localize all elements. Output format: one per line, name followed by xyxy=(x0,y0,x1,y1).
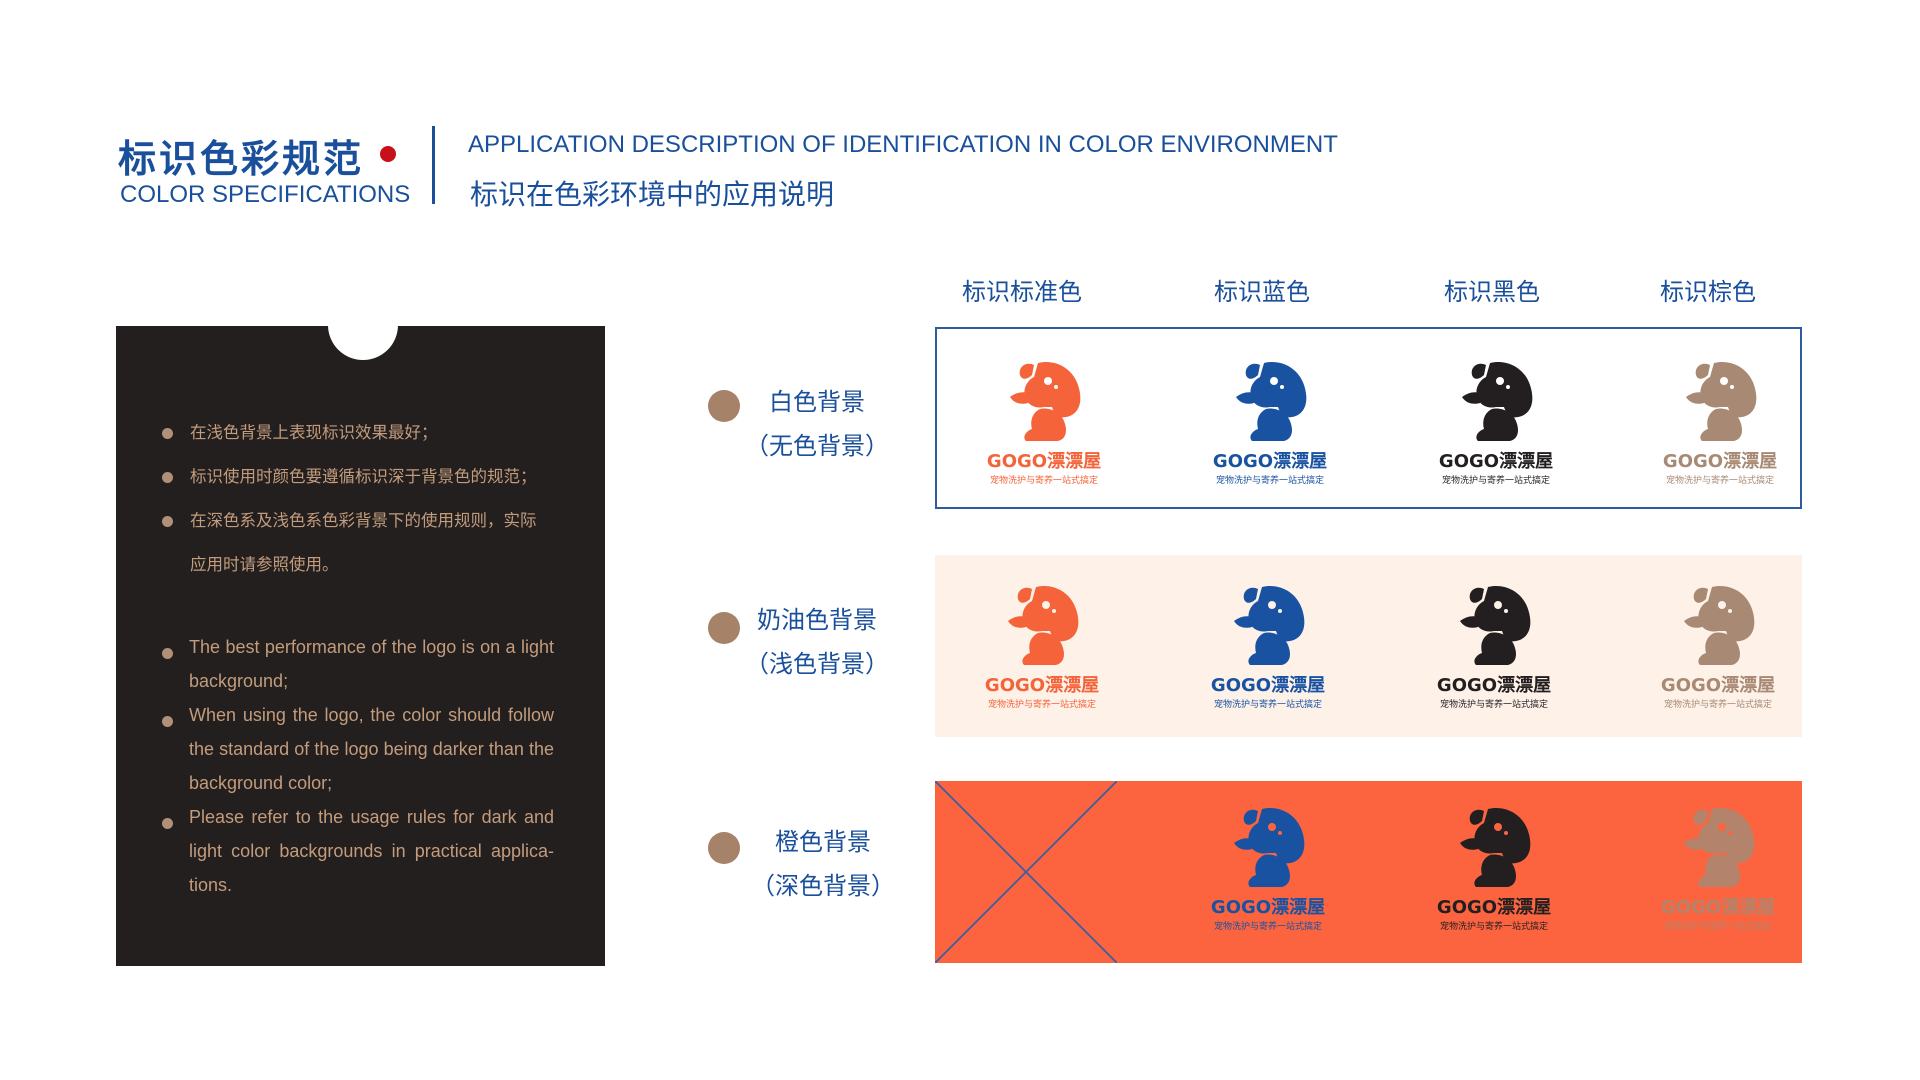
logo-wordmark: GOGO漂漂屋 xyxy=(1662,451,1778,472)
row-label-sub: （深色背景） xyxy=(751,872,895,900)
logo-black: GOGO漂漂屋 宠物洗护与寄养一站式搞定 xyxy=(1419,581,1569,711)
logo-wordmark: GOGO漂漂屋 xyxy=(1660,897,1776,918)
logo-tagline: 宠物洗护与寄养一站式搞定 xyxy=(1663,922,1772,932)
logo-standard: GOGO漂漂屋 宠物洗护与寄养一站式搞定 xyxy=(967,581,1117,711)
note-en-2: When using the logo, the color should fo… xyxy=(189,705,554,793)
logo-wordmark: GOGO漂漂屋 xyxy=(986,451,1102,472)
column-header-brown: 标识棕色 xyxy=(1660,278,1756,306)
bullet-icon xyxy=(162,428,173,439)
bullet-icon xyxy=(162,516,173,527)
dog-logo-icon xyxy=(1684,585,1755,665)
logo-tagline: 宠物洗护与寄养一站式搞定 xyxy=(1213,700,1322,710)
row-label-sub: （浅色背景） xyxy=(745,650,889,678)
logo-tagline: 宠物洗护与寄养一站式搞定 xyxy=(1663,700,1772,710)
row-label-main: 奶油色背景 xyxy=(757,606,877,634)
logo-wordmark: GOGO漂漂屋 xyxy=(1436,897,1552,918)
title-dot-icon xyxy=(380,146,396,162)
logo-tagline: 宠物洗护与寄养一站式搞定 xyxy=(1439,700,1548,710)
logo-tagline: 宠物洗护与寄养一站式搞定 xyxy=(1215,476,1324,486)
header-divider xyxy=(432,126,435,204)
logo-wordmark: GOGO漂漂屋 xyxy=(984,675,1100,696)
dog-logo-icon xyxy=(1008,585,1079,665)
logo-blue: GOGO漂漂屋 宠物洗护与寄养一站式搞定 xyxy=(1193,803,1343,933)
section-title-cn: 标识在色彩环境中的应用说明 xyxy=(470,178,835,211)
row-dot-icon xyxy=(708,390,740,422)
dog-logo-icon xyxy=(1010,361,1081,441)
bullet-icon xyxy=(162,716,173,727)
note-en-1: The best performance of the logo is on a… xyxy=(189,637,554,691)
logo-tagline: 宠物洗护与寄养一站式搞定 xyxy=(987,700,1096,710)
logo-tagline: 宠物洗护与寄养一站式搞定 xyxy=(1441,476,1550,486)
logo-wordmark: GOGO漂漂屋 xyxy=(1660,675,1776,696)
row-label-main: 白色背景 xyxy=(769,388,865,416)
logo-wordmark: GOGO漂漂屋 xyxy=(1438,451,1554,472)
page-title: 标识色彩规范 xyxy=(118,137,365,181)
column-header-standard: 标识标准色 xyxy=(962,278,1082,306)
column-header-black: 标识黑色 xyxy=(1444,278,1540,306)
logo-tagline: 宠物洗护与寄养一站式搞定 xyxy=(1213,922,1322,932)
logo-black: GOGO漂漂屋 宠物洗护与寄养一站式搞定 xyxy=(1421,357,1571,487)
section-title-en: APPLICATION DESCRIPTION OF IDENTIFICATIO… xyxy=(468,131,1338,158)
bullet-icon xyxy=(162,472,173,483)
row-label-orange: 橙色背景 （深色背景） xyxy=(738,820,908,908)
dog-logo-icon xyxy=(1234,585,1305,665)
logo-blue: GOGO漂漂屋 宠物洗护与寄养一站式搞定 xyxy=(1195,357,1345,487)
logo-brown: GOGO漂漂屋 宠物洗护与寄养一站式搞定 xyxy=(1643,581,1793,711)
dog-logo-icon xyxy=(1460,585,1531,665)
notes-panel: 在浅色背景上表现标识效果最好； 标识使用时颜色要遵循标识深于背景色的规范； 在深… xyxy=(116,326,605,966)
cream-background-panel: GOGO漂漂屋 宠物洗护与寄养一站式搞定 GOGO漂漂屋 宠物洗护与寄养一站式搞… xyxy=(935,555,1802,737)
white-background-panel: GOGO漂漂屋 宠物洗护与寄养一站式搞定 GOGO漂漂屋 宠物洗护与寄养一站式搞… xyxy=(935,327,1802,509)
logo-black: GOGO漂漂屋 宠物洗护与寄养一站式搞定 xyxy=(1419,803,1569,933)
note-cn-3-cont: 应用时请参照使用。 xyxy=(190,555,339,574)
column-header-blue: 标识蓝色 xyxy=(1214,278,1310,306)
row-dot-icon xyxy=(708,832,740,864)
dog-logo-icon xyxy=(1684,807,1755,887)
bullet-icon xyxy=(162,818,173,829)
row-label-sub: （无色背景） xyxy=(745,432,889,460)
dog-logo-icon xyxy=(1236,361,1307,441)
row-label-cream: 奶油色背景 （浅色背景） xyxy=(732,598,902,686)
logo-wordmark: GOGO漂漂屋 xyxy=(1212,451,1328,472)
logo-wordmark: GOGO漂漂屋 xyxy=(1210,675,1326,696)
note-en-3: Please refer to the usage rules for dark… xyxy=(189,807,554,895)
note-cn-2: 标识使用时颜色要遵循标识深于背景色的规范； xyxy=(190,467,537,486)
logo-standard: GOGO漂漂屋 宠物洗护与寄养一站式搞定 xyxy=(969,357,1119,487)
logo-wordmark: GOGO漂漂屋 xyxy=(1210,897,1326,918)
note-cn-3: 在深色系及浅色系色彩背景下的使用规则，实际 xyxy=(190,511,537,530)
orange-background-panel: GOGO漂漂屋 宠物洗护与寄养一站式搞定 GOGO漂漂屋 宠物洗护与寄养一站式搞… xyxy=(935,781,1802,963)
dog-logo-icon xyxy=(1234,807,1305,887)
row-label-main: 橙色背景 xyxy=(775,828,871,856)
dog-logo-icon xyxy=(1460,807,1531,887)
dog-logo-icon xyxy=(1686,361,1757,441)
logo-blue: GOGO漂漂屋 宠物洗护与寄养一站式搞定 xyxy=(1193,581,1343,711)
bullet-icon xyxy=(162,648,173,659)
note-cn-1: 在浅色背景上表现标识效果最好； xyxy=(190,423,438,442)
logo-brown: GOGO漂漂屋 宠物洗护与寄养一站式搞定 xyxy=(1645,357,1795,487)
panel-notch xyxy=(328,290,398,360)
logo-wordmark: GOGO漂漂屋 xyxy=(1436,675,1552,696)
logo-tagline: 宠物洗护与寄养一站式搞定 xyxy=(1665,476,1774,486)
dog-logo-icon xyxy=(1462,361,1533,441)
not-allowed-cross-icon xyxy=(935,781,1117,963)
page-subtitle: COLOR SPECIFICATIONS xyxy=(120,181,411,208)
logo-tagline: 宠物洗护与寄养一站式搞定 xyxy=(1439,922,1548,932)
logo-brown: GOGO漂漂屋 宠物洗护与寄养一站式搞定 xyxy=(1643,803,1793,933)
row-label-white: 白色背景 （无色背景） xyxy=(732,380,902,468)
logo-tagline: 宠物洗护与寄养一站式搞定 xyxy=(989,476,1098,486)
row-dot-icon xyxy=(708,612,740,644)
